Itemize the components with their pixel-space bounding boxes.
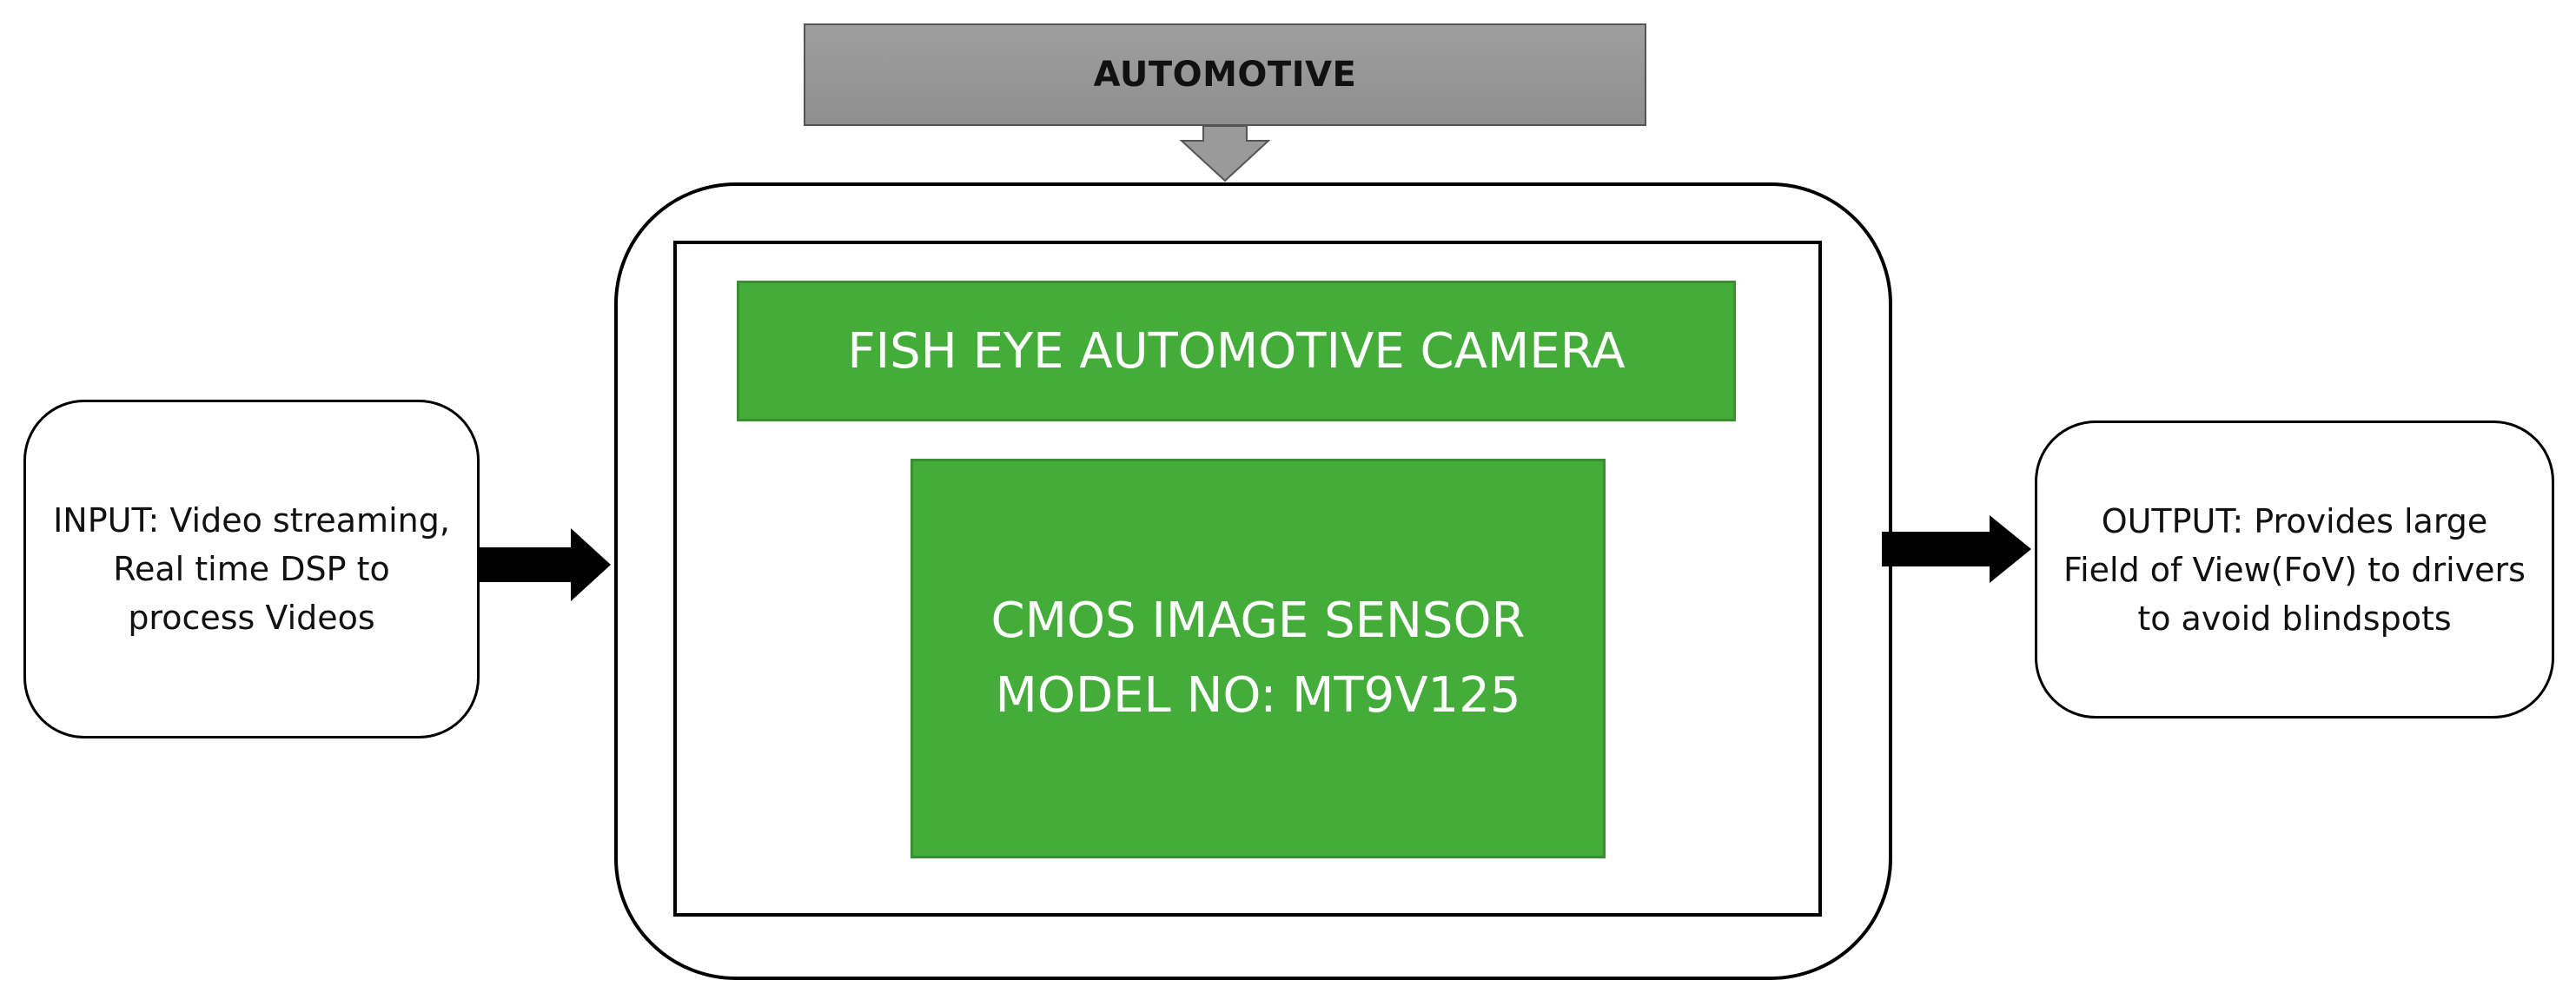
- automotive-banner: AUTOMOTIVE: [804, 23, 1646, 126]
- output-arrow: [1882, 515, 2031, 583]
- input-text: INPUT: Video streaming, Real time DSP to…: [53, 501, 450, 637]
- sensor-box: CMOS IMAGE SENSOR MODEL NO: MT9V125: [911, 459, 1606, 858]
- sensor-label-line1: CMOS IMAGE SENSOR: [990, 593, 1526, 649]
- down-arrow: [1179, 125, 1271, 182]
- camera-box: FISH EYE AUTOMOTIVE CAMERA: [737, 281, 1736, 421]
- input-arrow: [480, 528, 611, 601]
- automotive-label: AUTOMOTIVE: [1093, 55, 1357, 95]
- camera-label: FISH EYE AUTOMOTIVE CAMERA: [847, 322, 1626, 380]
- sensor-label-line2: MODEL NO: MT9V125: [995, 667, 1521, 724]
- input-box: INPUT: Video streaming, Real time DSP to…: [23, 400, 480, 738]
- output-text: OUTPUT: Provides large Field of View(FoV…: [2063, 501, 2526, 638]
- output-box: OUTPUT: Provides large Field of View(FoV…: [2035, 421, 2554, 719]
